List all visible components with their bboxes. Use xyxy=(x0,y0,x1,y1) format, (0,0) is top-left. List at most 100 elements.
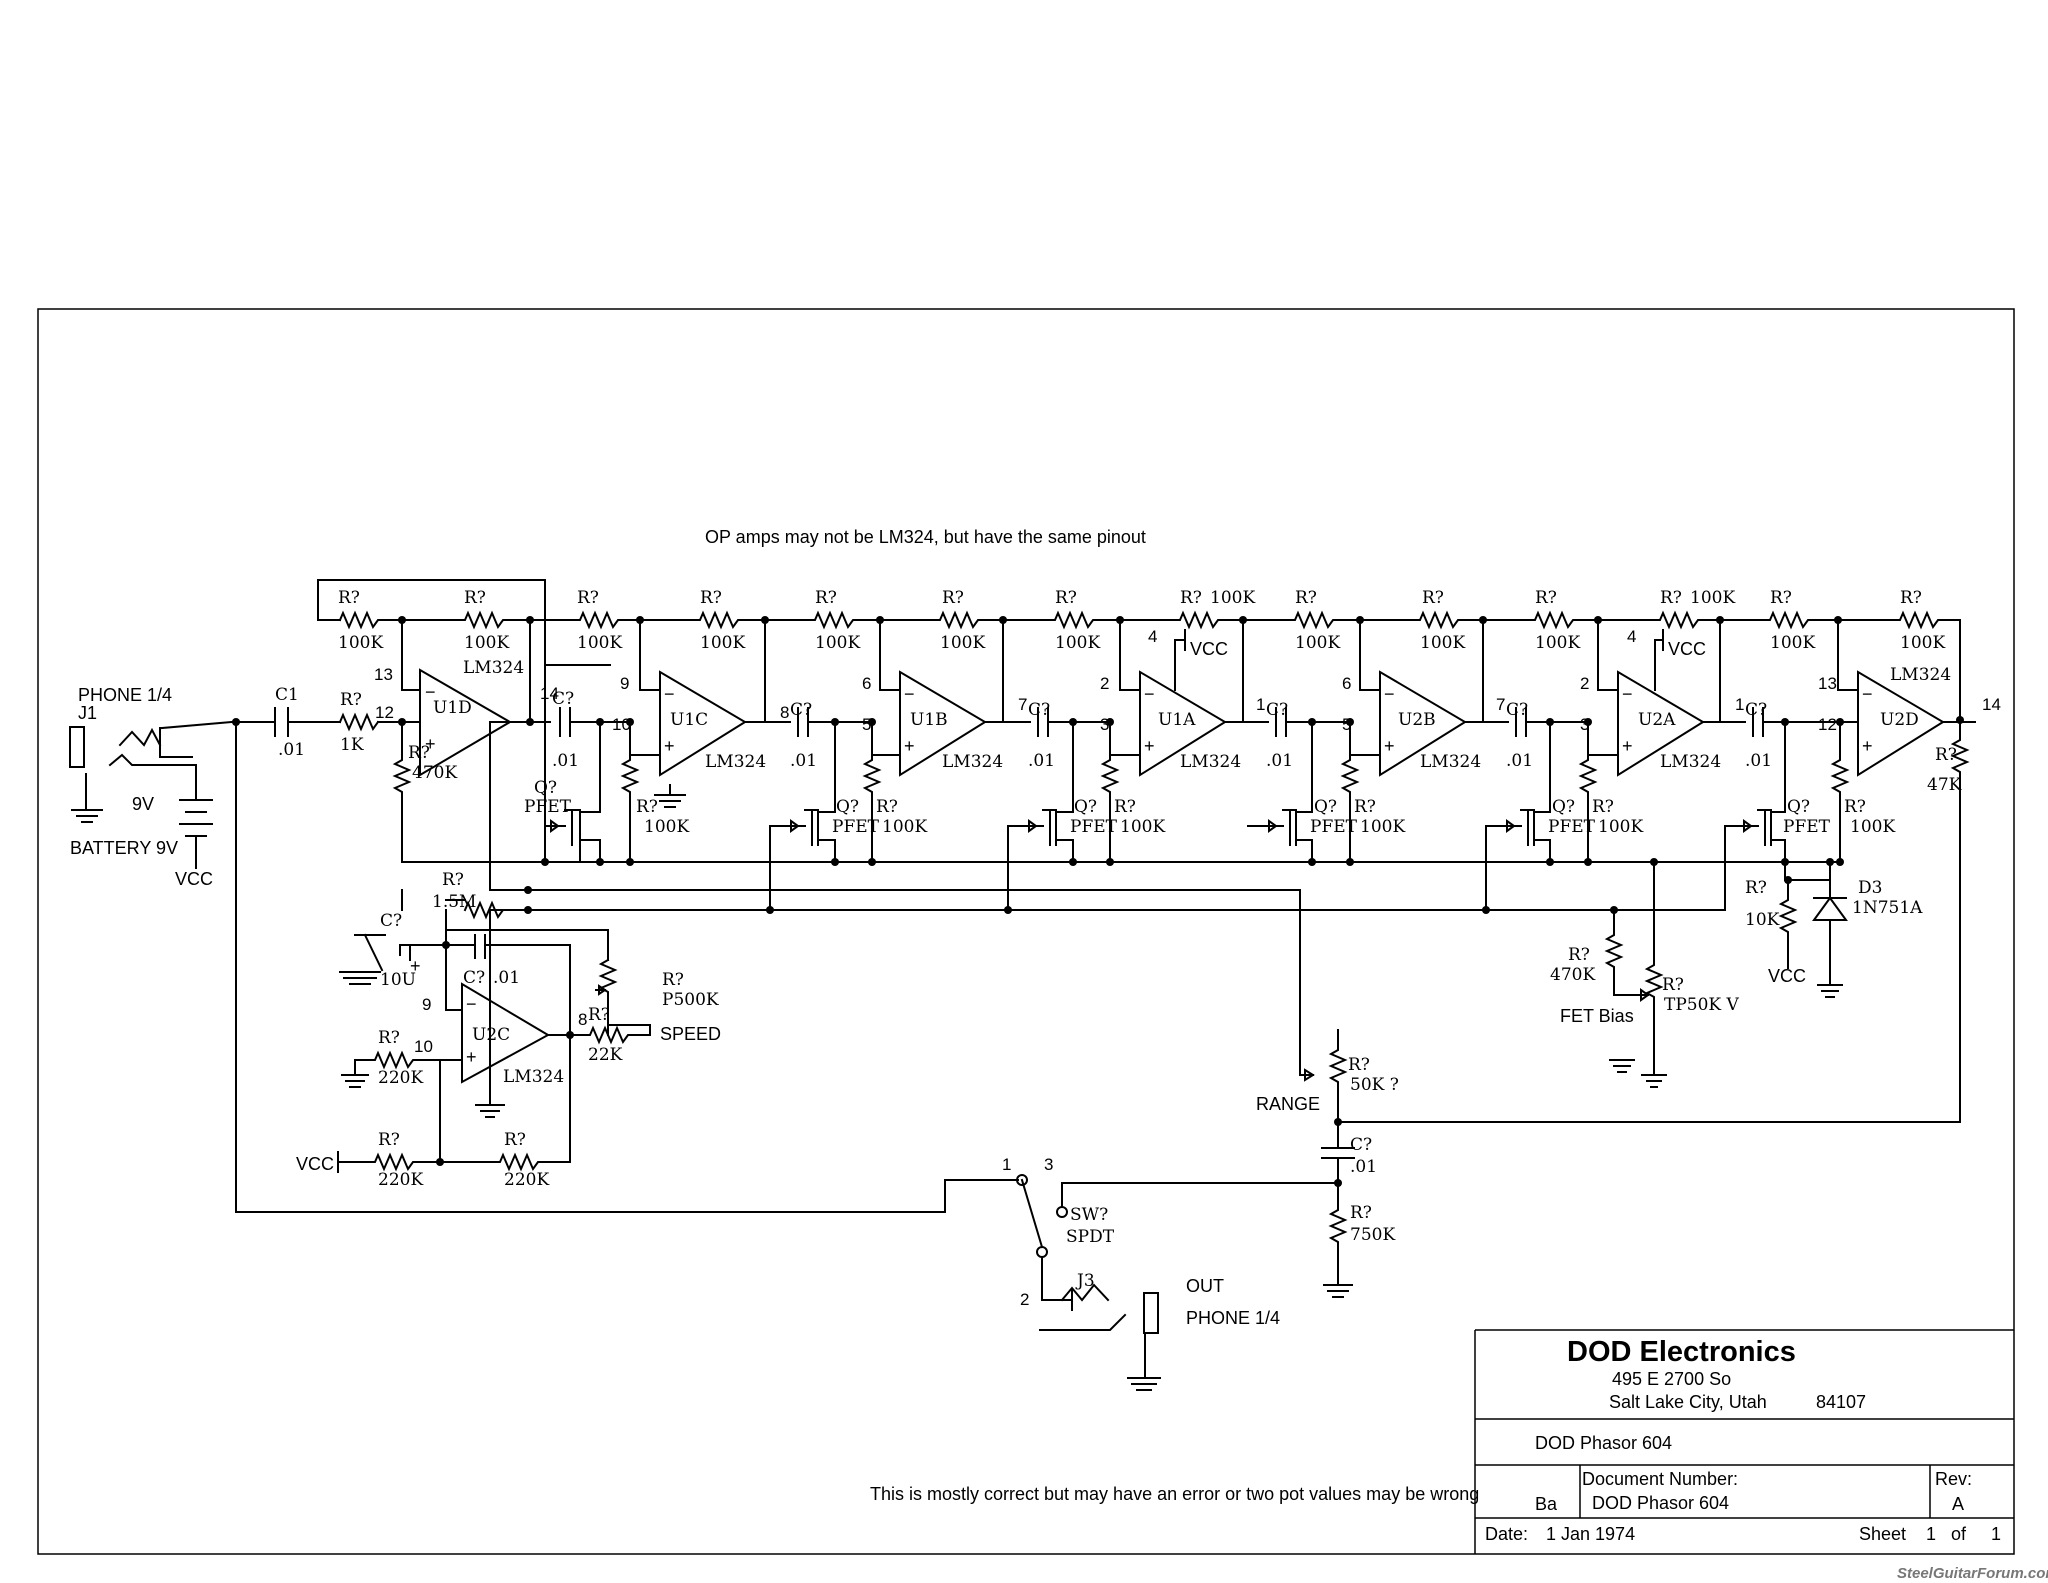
svg-text:14: 14 xyxy=(1982,695,2001,714)
svg-text:12: 12 xyxy=(1818,715,1837,734)
svg-text:100K: 100K xyxy=(815,633,860,653)
svg-text:C?: C? xyxy=(1266,700,1288,720)
svg-text:100K: 100K xyxy=(644,817,689,837)
svg-text:Q?: Q? xyxy=(836,797,859,817)
svg-text:3: 3 xyxy=(1580,715,1589,734)
svg-text:R?: R? xyxy=(1055,588,1077,608)
svg-text:VCC: VCC xyxy=(1190,639,1228,659)
svg-text:VCC: VCC xyxy=(296,1154,334,1174)
svg-text:C?: C? xyxy=(1028,700,1050,720)
svg-text:100K: 100K xyxy=(1360,817,1405,837)
svg-text:LM324: LM324 xyxy=(1420,752,1481,772)
svg-text:R?: R? xyxy=(378,1130,400,1150)
svg-text:U1C: U1C xyxy=(670,710,708,730)
svg-text:3: 3 xyxy=(1044,1155,1053,1174)
svg-text:100K: 100K xyxy=(1055,633,1100,653)
svg-text:+: + xyxy=(1144,736,1155,756)
svg-text:10U: 10U xyxy=(380,970,416,990)
svg-text:C?: C? xyxy=(380,911,402,931)
svg-text:R?: R? xyxy=(1114,797,1136,817)
svg-text:R?: R? xyxy=(662,970,684,990)
svg-text:R?: R? xyxy=(1900,588,1922,608)
svg-text:C?: C? xyxy=(1506,700,1528,720)
svg-text:R?: R? xyxy=(942,588,964,608)
svg-text:2: 2 xyxy=(1580,674,1589,693)
svg-text:U2C: U2C xyxy=(472,1025,510,1045)
svg-text:SPEED: SPEED xyxy=(660,1024,721,1044)
svg-text:.01: .01 xyxy=(790,751,817,771)
svg-text:+: + xyxy=(904,736,915,756)
svg-text:8: 8 xyxy=(780,703,789,722)
svg-text:R?: R? xyxy=(1660,588,1682,608)
svg-text:100K: 100K xyxy=(577,633,622,653)
svg-text:470K: 470K xyxy=(1550,965,1595,985)
lfo-gate-bus xyxy=(489,889,1726,1076)
vcc-label-battery: VCC xyxy=(175,869,213,889)
svg-text:R?: R? xyxy=(504,1130,526,1150)
svg-text:J3: J3 xyxy=(1075,1271,1095,1291)
svg-text:+: + xyxy=(1384,736,1395,756)
pinout-note: OP amps may not be LM324, but have the s… xyxy=(705,527,1146,547)
date-value: 1 Jan 1974 xyxy=(1546,1524,1635,1544)
svg-text:VCC: VCC xyxy=(1768,966,1806,986)
svg-text:−: − xyxy=(466,994,477,1014)
svg-text:220K: 220K xyxy=(378,1068,423,1088)
svg-text:750K: 750K xyxy=(1350,1225,1395,1245)
doc-number: DOD Phasor 604 xyxy=(1592,1493,1729,1513)
svg-text:PFET: PFET xyxy=(832,817,880,837)
capacitor-10u xyxy=(339,933,411,985)
company-name: DOD Electronics xyxy=(1567,1336,1796,1368)
svg-text:100K: 100K xyxy=(464,633,509,653)
svg-text:−: − xyxy=(904,684,915,704)
svg-text:LM324: LM324 xyxy=(1660,752,1721,772)
svg-text:OUT: OUT xyxy=(1186,1276,1224,1296)
svg-text:LM324: LM324 xyxy=(1180,752,1241,772)
svg-text:100K: 100K xyxy=(700,633,745,653)
stage-u1b xyxy=(764,619,1004,911)
svg-text:100K: 100K xyxy=(338,633,383,653)
svg-text:100K: 100K xyxy=(1850,817,1895,837)
resistor-1-5m xyxy=(463,900,505,920)
svg-text:C?: C? xyxy=(1745,700,1767,720)
svg-text:+: + xyxy=(1862,736,1873,756)
svg-text:4: 4 xyxy=(1627,627,1636,646)
company-city: Salt Lake City, Utah xyxy=(1609,1392,1767,1412)
c1-label: C1 xyxy=(275,685,299,705)
svg-text:LM324: LM324 xyxy=(503,1067,564,1087)
svg-text:LM324: LM324 xyxy=(942,752,1003,772)
svg-text:LM324: LM324 xyxy=(463,658,524,678)
svg-text:R?: R? xyxy=(442,870,464,890)
svg-text:R?: R? xyxy=(1348,1055,1370,1075)
svg-text:R?: R? xyxy=(338,588,360,608)
svg-text:Q?: Q? xyxy=(1552,797,1575,817)
svg-text:U1A: U1A xyxy=(1158,710,1196,730)
output-jack-j3 xyxy=(1039,1256,1161,1391)
stage-u2a xyxy=(1482,619,1721,911)
svg-text:R?: R? xyxy=(815,588,837,608)
svg-text:U2D: U2D xyxy=(1880,710,1919,730)
svg-text:R?: R? xyxy=(1354,797,1376,817)
svg-text:100K: 100K xyxy=(1295,633,1340,653)
svg-text:13: 13 xyxy=(1818,674,1837,693)
svg-text:100K: 100K xyxy=(1770,633,1815,653)
svg-text:C?: C? xyxy=(790,700,812,720)
svg-text:.01: .01 xyxy=(493,968,520,988)
resistor-1k xyxy=(338,712,380,732)
svg-text:−: − xyxy=(1862,684,1873,704)
size-value: Ba xyxy=(1535,1494,1558,1514)
svg-text:1N751A: 1N751A xyxy=(1852,898,1923,918)
svg-text:SPDT: SPDT xyxy=(1066,1227,1115,1247)
svg-text:R?: R? xyxy=(876,797,898,817)
svg-text:220K: 220K xyxy=(504,1170,549,1190)
battery-9v xyxy=(179,784,213,869)
svg-text:.01: .01 xyxy=(1028,751,1055,771)
svg-text:PFET: PFET xyxy=(1070,817,1118,837)
svg-text:1: 1 xyxy=(1256,695,1265,714)
svg-text:10: 10 xyxy=(414,1037,433,1056)
svg-text:100K: 100K xyxy=(940,633,985,653)
svg-text:R?: R? xyxy=(464,588,486,608)
svg-text:Q?: Q? xyxy=(1787,797,1810,817)
svg-text:100K: 100K xyxy=(1210,588,1255,608)
zener-d3 xyxy=(1812,861,1848,998)
